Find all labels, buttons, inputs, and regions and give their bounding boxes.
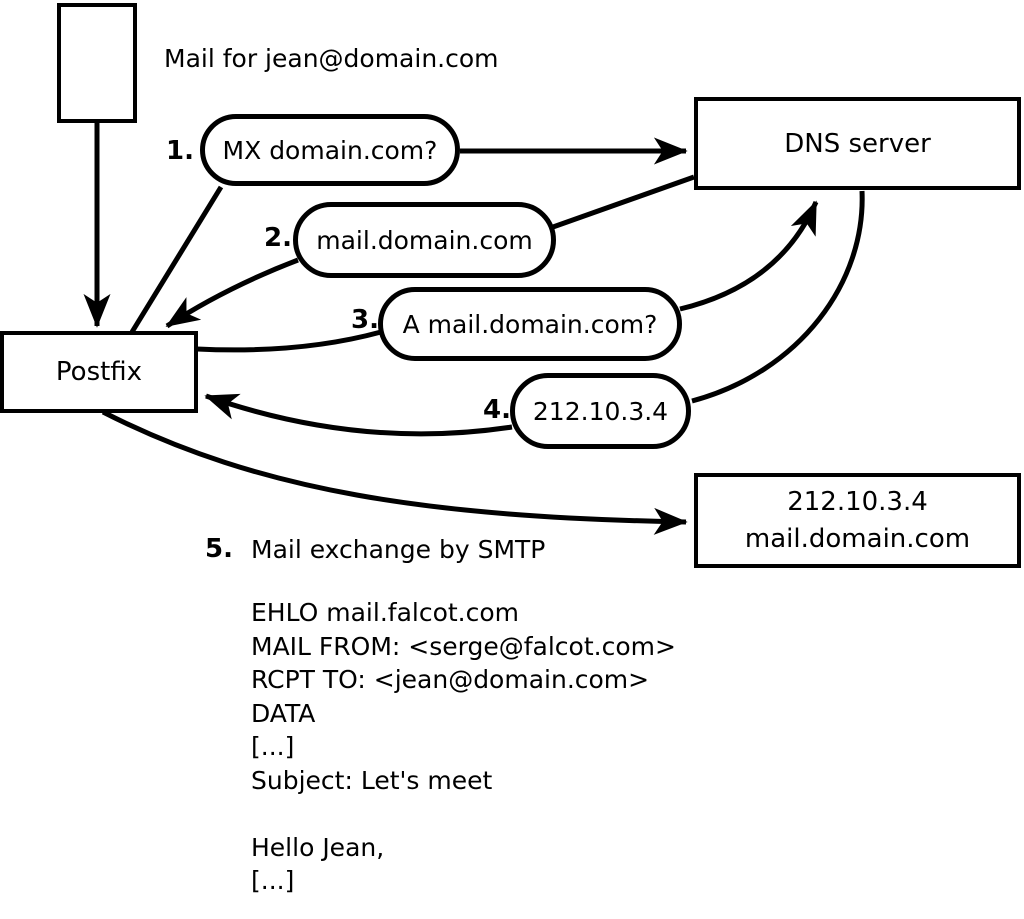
query3-pill: A mail.domain.com? bbox=[378, 287, 682, 361]
reply4-pill: 212.10.3.4 bbox=[510, 373, 691, 449]
mail-server-box: 212.10.3.4 mail.domain.com bbox=[694, 473, 1021, 568]
smtp-line: . bbox=[251, 899, 259, 919]
smtp-transcript: EHLO mail.falcot.com MAIL FROM: <serge@f… bbox=[251, 596, 676, 919]
step5-label: Mail exchange by SMTP bbox=[251, 535, 546, 564]
step4-number: 4. bbox=[483, 395, 511, 425]
smtp-line: EHLO mail.falcot.com bbox=[251, 598, 520, 627]
dns-server-label: DNS server bbox=[784, 128, 931, 159]
line-dns-to-reply4 bbox=[691, 190, 865, 404]
reply4-label: 212.10.3.4 bbox=[532, 396, 669, 426]
line-postfix-to-query1 bbox=[129, 185, 224, 334]
query3-label: A mail.domain.com? bbox=[402, 309, 658, 339]
smtp-line: Subject: Let's meet bbox=[251, 765, 493, 795]
incoming-mail-box bbox=[57, 3, 137, 123]
mail-for-label: Mail for jean@domain.com bbox=[164, 44, 499, 73]
line-postfix-to-query3 bbox=[196, 329, 382, 353]
step2-number: 2. bbox=[264, 223, 292, 253]
dns-server-box: DNS server bbox=[694, 97, 1021, 190]
query1-label: MX domain.com? bbox=[222, 135, 438, 165]
postfix-box: Postfix bbox=[0, 331, 198, 413]
mail-server-ip: 212.10.3.4 bbox=[787, 486, 928, 517]
postfix-label: Postfix bbox=[55, 357, 143, 387]
arrow-reply4-to-postfix bbox=[204, 393, 513, 437]
smtp-line: [...] bbox=[251, 866, 295, 895]
smtp-line: [...] bbox=[251, 732, 295, 761]
step3-number: 3. bbox=[351, 305, 379, 335]
step1-number: 1. bbox=[166, 136, 194, 166]
step5-number: 5. bbox=[205, 534, 233, 564]
arrow-postfix-to-mailserver bbox=[101, 409, 688, 535]
arrow-query3-to-dns bbox=[679, 200, 819, 312]
reply2-label: mail.domain.com bbox=[316, 225, 533, 255]
smtp-line: RCPT TO: <jean@domain.com> bbox=[251, 665, 650, 694]
reply2-pill: mail.domain.com bbox=[293, 202, 556, 278]
smtp-line: MAIL FROM: <serge@falcot.com> bbox=[251, 631, 676, 661]
arrow-reply2-to-postfix bbox=[165, 257, 299, 329]
mail-server-host: mail.domain.com bbox=[744, 523, 971, 554]
smtp-line bbox=[251, 797, 676, 831]
line-dns-to-reply2 bbox=[552, 174, 695, 230]
smtp-line: DATA bbox=[251, 698, 316, 728]
smtp-line: Hello Jean, bbox=[251, 832, 385, 862]
query1-pill: MX domain.com? bbox=[200, 114, 460, 186]
